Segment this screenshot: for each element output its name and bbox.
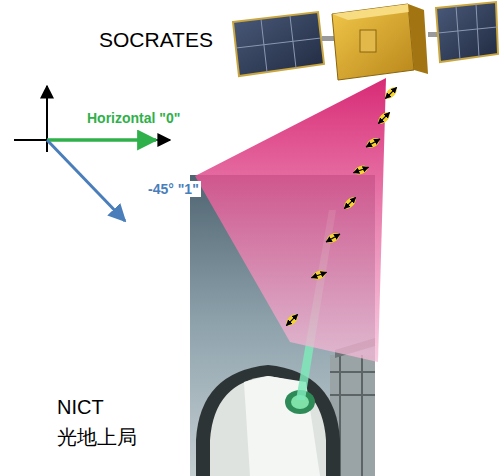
polarization-axes xyxy=(14,86,170,221)
polarization-label: Horizontal "0" xyxy=(85,110,182,126)
polarization-label: -45° "1" xyxy=(146,181,201,197)
satellite-name: SOCRATES xyxy=(97,28,215,52)
satellite xyxy=(233,2,498,80)
photon-markers xyxy=(284,85,400,329)
station-name: 光地上局 xyxy=(55,426,139,449)
station-name: NICT xyxy=(55,396,106,419)
beam-cone xyxy=(195,78,386,362)
